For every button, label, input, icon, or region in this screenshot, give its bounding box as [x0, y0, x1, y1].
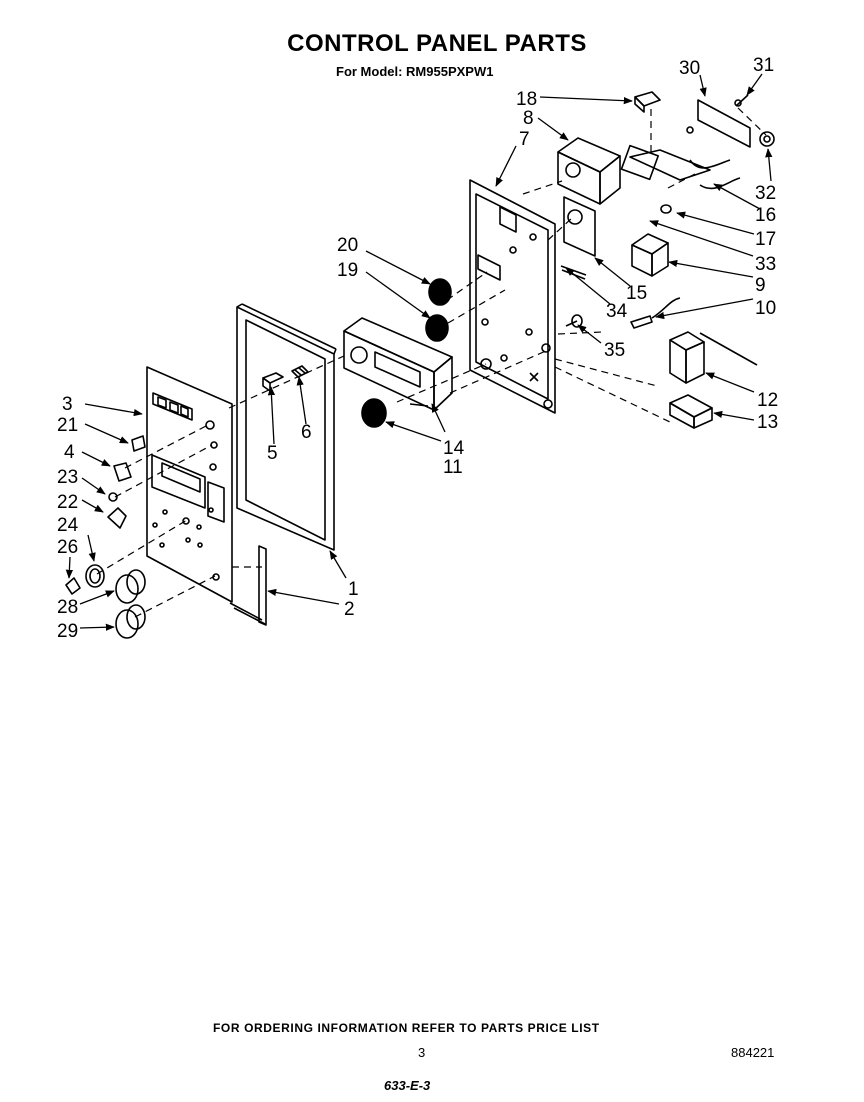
callout-2: 2	[344, 599, 355, 620]
callout-20: 20	[337, 235, 358, 256]
callout-24: 24	[57, 515, 79, 536]
timer-motor	[557, 137, 659, 205]
ordering-info-note: FOR ORDERING INFORMATION REFER TO PARTS …	[213, 1021, 600, 1035]
bracket-30	[686, 99, 751, 148]
callout-9: 9	[755, 275, 766, 296]
callout-5: 5	[267, 443, 278, 464]
terminal-housing	[629, 149, 741, 190]
terminal-block-13	[669, 394, 713, 429]
callout-29: 29	[57, 621, 78, 642]
knob-29	[115, 604, 146, 639]
callout-12: 12	[757, 390, 778, 411]
callout-14: 14	[443, 438, 465, 459]
wire-lead-10	[630, 297, 681, 329]
callout-16: 16	[755, 205, 776, 226]
clip-26	[65, 577, 81, 595]
mounting-bracket	[469, 179, 556, 414]
part-34	[560, 265, 587, 280]
callout-8: 8	[523, 108, 534, 129]
knob-22	[107, 507, 127, 529]
callout-22: 22	[57, 492, 78, 513]
disc-19	[425, 314, 449, 342]
control-panel-front	[146, 366, 233, 603]
part-23	[108, 492, 118, 502]
callout-26: 26	[57, 537, 78, 558]
callout-10: 10	[755, 298, 776, 319]
disc-11	[361, 398, 387, 428]
callout-17: 17	[755, 229, 776, 250]
fuse-holder-12	[669, 331, 758, 384]
callout-18: 18	[516, 89, 537, 110]
callout-15: 15	[626, 283, 647, 304]
callout-28: 28	[57, 597, 78, 618]
knob-28	[115, 569, 146, 604]
switch-33	[631, 233, 669, 277]
callout-30: 30	[679, 58, 700, 79]
trim-strip	[229, 545, 267, 626]
disc-20	[428, 278, 452, 306]
callout-32: 32	[755, 183, 776, 204]
callout-34: 34	[606, 301, 628, 322]
motor-plate	[563, 196, 596, 257]
document-number: 884221	[731, 1045, 775, 1060]
keypad-module	[343, 317, 453, 411]
handwritten-code: 633-E-3	[384, 1078, 431, 1093]
ring-24	[85, 564, 105, 588]
callout-19: 19	[337, 260, 358, 281]
part-21	[131, 435, 146, 452]
callout-21: 21	[57, 415, 78, 436]
callout-33: 33	[755, 254, 776, 275]
lens-4	[113, 462, 132, 482]
screw-31	[735, 94, 749, 107]
page-title: CONTROL PANEL PARTS	[287, 30, 587, 57]
callout-23: 23	[57, 467, 78, 488]
model-subtitle: For Model: RM955PXPW1	[336, 64, 494, 79]
callout-1: 1	[348, 579, 359, 600]
callout-31: 31	[753, 55, 774, 76]
callout-7: 7	[519, 129, 530, 150]
callout-13: 13	[757, 412, 778, 433]
callout-3: 3	[62, 394, 73, 415]
callout-6: 6	[301, 422, 312, 443]
washer-17	[660, 204, 672, 214]
page-number: 3	[418, 1045, 426, 1060]
callout-35: 35	[604, 340, 625, 361]
screw-35	[565, 314, 583, 328]
callout-4: 4	[64, 442, 75, 463]
callout-11: 11	[443, 457, 463, 478]
switch-18	[634, 91, 661, 113]
panel-frame	[236, 303, 337, 551]
knob-32	[759, 131, 775, 147]
